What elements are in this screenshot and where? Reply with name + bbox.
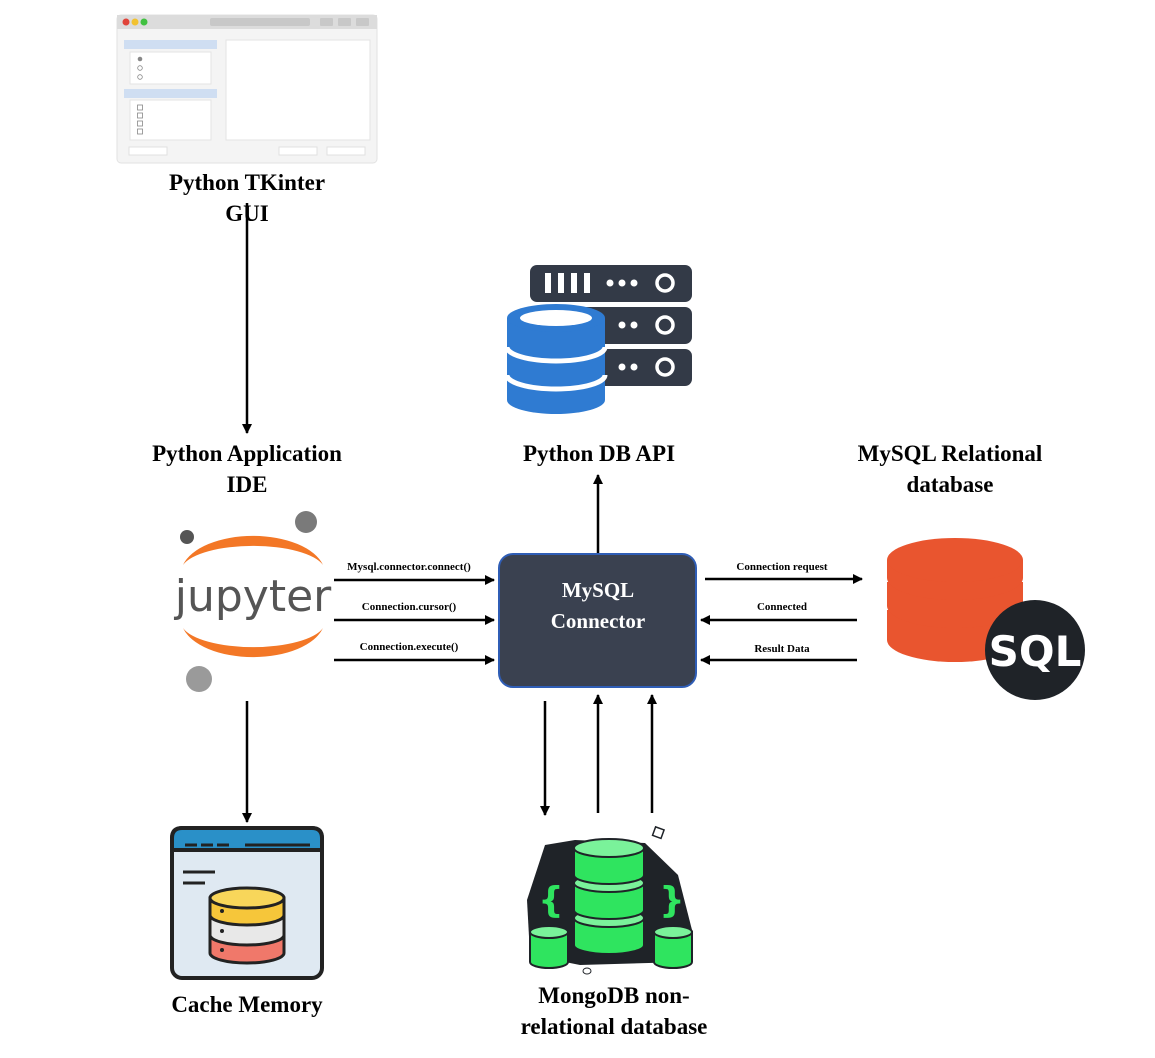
mongodb-label-line1: MongoDB non- (538, 983, 690, 1008)
mysql-connector-box (498, 553, 697, 688)
tkinter-gui-label: Python TKinter GUI (97, 167, 397, 229)
tkinter-label-line2: GUI (225, 201, 269, 226)
ide-label-line2: IDE (226, 472, 268, 497)
edge-label-result-data: Result Data (754, 643, 810, 655)
mysql-database-icon: SQL (887, 538, 1085, 700)
edge-label-execute: Connection.execute() (359, 641, 459, 653)
mysql-label-line2: database (906, 472, 994, 497)
edge-label-cursor: Connection.cursor() (361, 601, 457, 613)
tkinter-window-icon (116, 14, 378, 164)
svg-text:{: { (538, 880, 564, 921)
cache-memory-label: Cache Memory (171, 992, 323, 1017)
cache-memory-icon (170, 826, 324, 980)
jupyter-logo-text: jupyter (174, 571, 332, 622)
edge-label-connect: Mysql.connector.connect() (347, 561, 471, 573)
sql-logo-text: SQL (989, 627, 1082, 676)
edge-label-connected: Connected (756, 601, 808, 613)
mysql-database-label: MySQL Relational database (800, 438, 1100, 500)
connector-label-line2: Connector (550, 609, 646, 633)
mongodb-label-line2: relational database (520, 1014, 708, 1039)
edge-label-connection-request: Connection request (736, 561, 828, 573)
mysql-connector-label: MySQL Connector (500, 575, 696, 637)
python-ide-label: Python Application IDE (97, 438, 397, 500)
ide-label-line1: Python Application (152, 441, 342, 466)
connector-label-line1: MySQL (561, 578, 635, 602)
svg-text:}: } (659, 880, 685, 921)
mysql-label-line1: MySQL Relational (857, 441, 1043, 466)
tkinter-label-line1: Python TKinter (168, 170, 326, 195)
server-database-icon (504, 265, 692, 414)
mongodb-illustration-icon: { } (527, 825, 693, 975)
mongodb-label: MongoDB non- relational database (464, 980, 764, 1042)
jupyter-logo-icon: jupyter (174, 511, 332, 692)
python-db-api-label: Python DB API (522, 441, 676, 466)
